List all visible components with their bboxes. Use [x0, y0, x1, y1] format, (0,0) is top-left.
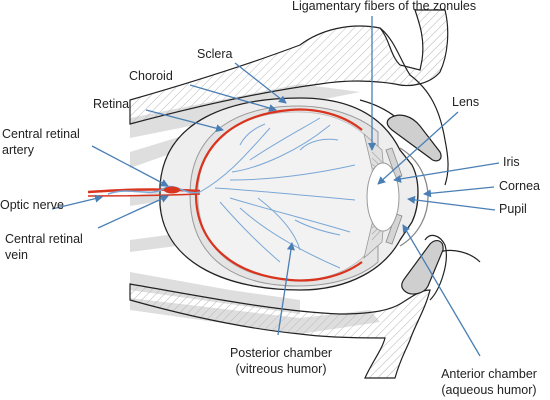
- label-central-artery-line2: artery: [2, 143, 34, 157]
- label-choroid: Choroid: [129, 69, 173, 83]
- label-posterior-line2: (vitreous humor): [235, 362, 327, 376]
- arrow-pupil: [407, 195, 496, 211]
- arrow-sclera: [234, 62, 287, 104]
- arrow-choroid: [189, 84, 277, 112]
- arrow-central-artery: [91, 145, 169, 187]
- label-posterior-line1: Posterior chamber: [229, 346, 333, 360]
- label-central-vein-line2: vein: [5, 248, 28, 262]
- arrow-posterior: [277, 242, 295, 336]
- arrow-cornea: [423, 186, 495, 198]
- arrow-retina: [145, 109, 224, 133]
- retinal-vessels: [199, 117, 356, 269]
- arrow-lens: [377, 111, 459, 185]
- label-cornea: Cornea: [499, 179, 540, 193]
- label-anterior-line2: (aqueous humor): [441, 383, 537, 397]
- arrow-iris: [393, 162, 500, 183]
- tarsal-plates: [386, 114, 444, 295]
- lens-shape: [366, 162, 400, 232]
- arrow-optic-nerve: [51, 194, 103, 210]
- arrow-central-vein: [97, 195, 169, 229]
- label-optic-nerve: Optic nerve: [0, 198, 64, 212]
- label-sclera: Sclera: [197, 47, 233, 61]
- label-iris: Iris: [503, 155, 520, 169]
- label-pupil: Pupil: [499, 202, 527, 216]
- label-retina: Retina: [93, 97, 130, 111]
- orbit-bone-upper: [129, 9, 449, 125]
- label-lens: Lens: [452, 95, 480, 109]
- label-anterior-line1: Anterior chamber: [441, 367, 537, 381]
- leader-arrows: [51, 16, 500, 357]
- label-central-artery-line1: Central retinal: [2, 127, 80, 141]
- label-zonules: Ligamentary fibers of the zonules: [292, 0, 477, 13]
- label-central-vein-line1: Central retinal: [5, 232, 83, 246]
- orbit-bone-lower: [129, 283, 431, 379]
- arrow-anterior: [402, 224, 481, 357]
